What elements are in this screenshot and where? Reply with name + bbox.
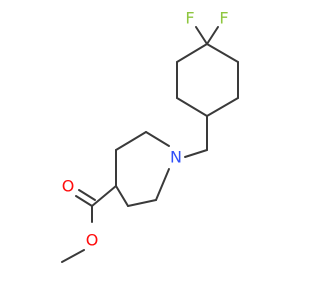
bond-pip-3 (115, 131, 147, 151)
bond-pip-5 (115, 185, 129, 207)
bond-carbonyl-a (75, 195, 93, 207)
bond-linker-2 (184, 149, 208, 158)
bond-ring-a1 (176, 43, 208, 63)
bond-ring-a2 (206, 43, 239, 63)
bond-cf-f2 (206, 26, 219, 45)
bond-methoxy (61, 249, 85, 263)
bond-carbonyl-b (78, 189, 96, 201)
atom-o1: O (62, 177, 75, 196)
atom-labels: F F N O O (62, 9, 229, 250)
bond-ester-1 (91, 185, 117, 207)
bond-ring-a5 (176, 97, 208, 117)
bond-pip-6 (127, 199, 157, 207)
atom-f2: F (219, 9, 228, 28)
atom-o2: O (86, 231, 99, 250)
bond-cf-f1 (195, 26, 208, 45)
atom-f1: F (185, 9, 194, 28)
bond-pip-1 (145, 131, 170, 147)
atom-n1: N (170, 148, 182, 167)
bonds (61, 26, 239, 263)
molecule-structure: F F N O O (61, 9, 239, 263)
bond-ring-a6 (206, 97, 239, 117)
bond-pip-2 (155, 168, 170, 201)
